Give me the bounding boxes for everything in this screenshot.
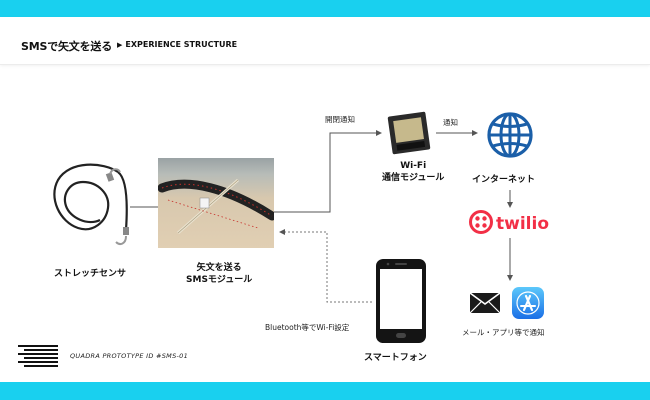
app-store-icon	[512, 287, 544, 319]
bottom-accent-bar	[0, 382, 650, 400]
smartphone-icon	[376, 259, 426, 343]
wifi-chip-icon	[387, 111, 431, 155]
label-module-line2: SMSモジュール	[186, 275, 253, 285]
prototype-id: QUADRA PROTOTYPE ID #SMS-01	[70, 352, 189, 360]
header	[0, 17, 650, 65]
label-smartphone: スマートフォン	[364, 353, 427, 363]
subtitle-text: EXPERIENCE STRUCTURE	[125, 40, 238, 49]
quadra-logo	[18, 345, 58, 367]
sms-module-photo	[158, 158, 274, 248]
label-module: 矢文を送る SMSモジュール	[186, 262, 252, 286]
edge-phone-module	[279, 229, 372, 303]
page-subtitle: ▶EXPERIENCE STRUCTURE	[117, 40, 237, 49]
label-wifi-line1: Wi-Fi	[400, 161, 427, 171]
edge-module-wifi	[274, 130, 382, 213]
top-accent-bar	[0, 0, 650, 17]
edge-label-bluetooth: Bluetooth等でWi-Fi設定	[265, 323, 350, 332]
twilio-wordmark: twilio	[496, 214, 549, 234]
twilio-logo: twilio	[469, 210, 549, 234]
label-wifi-line2: 通信モジュール	[382, 173, 445, 183]
label-internet: インターネット	[472, 175, 536, 185]
stretch-sensor-icon	[53, 163, 129, 245]
globe-icon	[487, 112, 533, 158]
mail-icon	[469, 292, 501, 314]
bow-illustration	[158, 178, 274, 235]
edge-label-notify: 通知	[443, 118, 458, 127]
label-notify: メール・アプリ等で通知	[462, 328, 545, 337]
label-module-line1: 矢文を送る	[196, 263, 242, 273]
label-sensor: ストレッチセンサ	[54, 269, 127, 279]
edge-label-open-notify: 開閉通知	[325, 115, 355, 124]
subtitle-arrow-icon: ▶	[117, 41, 123, 49]
label-wifi: Wi-Fi 通信モジュール	[382, 160, 444, 184]
page-title: SMSで矢文を送る	[21, 40, 112, 53]
